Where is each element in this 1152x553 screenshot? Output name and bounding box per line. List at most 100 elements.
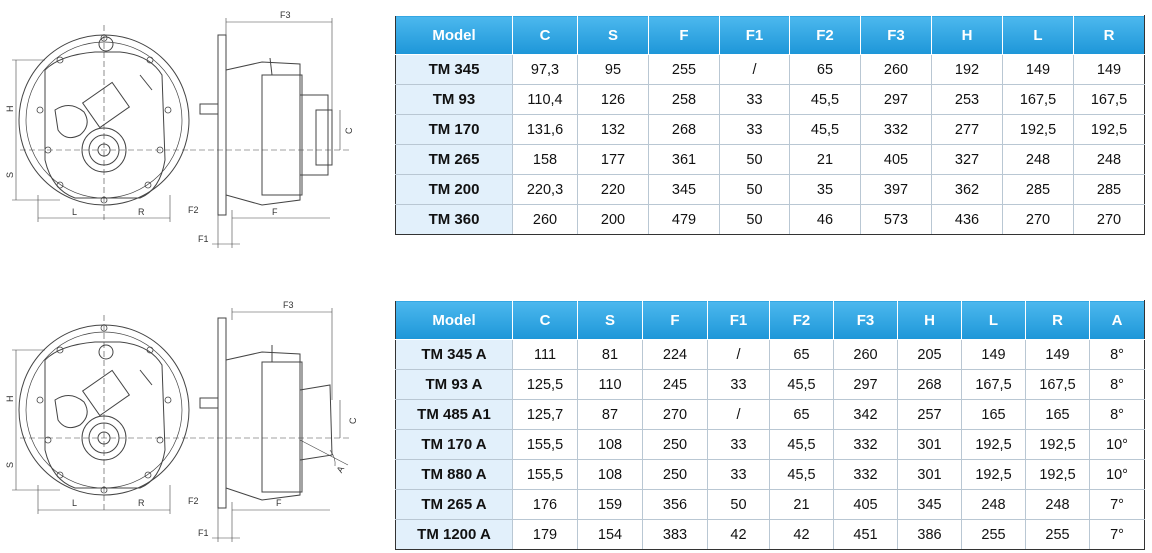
value-cell: 177 — [577, 144, 649, 175]
value-cell: 125,5 — [512, 369, 578, 400]
model-cell: TM 345 A — [395, 339, 513, 370]
dim-f1-label: F1 — [198, 234, 209, 244]
model-cell: TM 170 — [395, 114, 513, 145]
model-cell: TM 1200 A — [395, 519, 513, 550]
value-cell: 33 — [719, 114, 790, 145]
value-cell: 97,3 — [512, 54, 578, 85]
value-cell: 159 — [577, 489, 643, 520]
model-cell: TM 360 — [395, 204, 513, 235]
value-cell: 110 — [577, 369, 643, 400]
value-cell: 386 — [897, 519, 962, 550]
value-cell: / — [707, 399, 770, 430]
value-cell: 270 — [1073, 204, 1145, 235]
value-cell: 257 — [897, 399, 962, 430]
model-cell: TM 485 A1 — [395, 399, 513, 430]
column-header: C — [512, 300, 578, 340]
value-cell: 8° — [1089, 339, 1145, 370]
dim-f1-label: F1 — [198, 528, 209, 538]
value-cell: 154 — [577, 519, 643, 550]
value-cell: 167,5 — [1025, 369, 1090, 400]
value-cell: 8° — [1089, 369, 1145, 400]
value-cell: 179 — [512, 519, 578, 550]
value-cell: 165 — [961, 399, 1026, 430]
dim-f3-label: F3 — [283, 300, 294, 310]
value-cell: 46 — [789, 204, 861, 235]
column-header: S — [577, 15, 649, 55]
column-header: S — [577, 300, 643, 340]
value-cell: 362 — [931, 174, 1003, 205]
dim-f3-label: F3 — [280, 10, 291, 20]
value-cell: 126 — [577, 84, 649, 115]
value-cell: 125,7 — [512, 399, 578, 430]
value-cell: 345 — [648, 174, 720, 205]
value-cell: 110,4 — [512, 84, 578, 115]
dim-a-label: A — [335, 464, 347, 474]
value-cell: 42 — [769, 519, 834, 550]
value-cell: 149 — [1002, 54, 1074, 85]
value-cell: 35 — [789, 174, 861, 205]
value-cell: 224 — [642, 339, 708, 370]
value-cell: / — [719, 54, 790, 85]
value-cell: 332 — [860, 114, 932, 145]
dim-l-label: L — [72, 207, 77, 217]
dim-h-label: H — [5, 396, 15, 403]
value-cell: 383 — [642, 519, 708, 550]
value-cell: 200 — [577, 204, 649, 235]
value-cell: 95 — [577, 54, 649, 85]
value-cell: 131,6 — [512, 114, 578, 145]
value-cell: 573 — [860, 204, 932, 235]
value-cell: 42 — [707, 519, 770, 550]
value-cell: 332 — [833, 459, 898, 490]
value-cell: 270 — [642, 399, 708, 430]
model-cell: TM 880 A — [395, 459, 513, 490]
value-cell: 149 — [1073, 54, 1145, 85]
value-cell: 253 — [931, 84, 1003, 115]
value-cell: 45,5 — [789, 84, 861, 115]
dim-f-label: F — [272, 207, 278, 217]
value-cell: 167,5 — [1073, 84, 1145, 115]
value-cell: 245 — [642, 369, 708, 400]
value-cell: 405 — [860, 144, 932, 175]
column-header: L — [961, 300, 1026, 340]
value-cell: 248 — [1073, 144, 1145, 175]
model-cell: TM 170 A — [395, 429, 513, 460]
value-cell: 220,3 — [512, 174, 578, 205]
value-cell: 158 — [512, 144, 578, 175]
value-cell: 248 — [1025, 489, 1090, 520]
value-cell: 479 — [648, 204, 720, 235]
value-cell: 192,5 — [1073, 114, 1145, 145]
value-cell: 33 — [707, 369, 770, 400]
value-cell: 50 — [719, 144, 790, 175]
model-cell: TM 200 — [395, 174, 513, 205]
dim-c-label: C — [348, 417, 358, 424]
value-cell: 132 — [577, 114, 649, 145]
model-cell: TM 93 A — [395, 369, 513, 400]
value-cell: 7° — [1089, 489, 1145, 520]
value-cell: 192,5 — [1025, 459, 1090, 490]
value-cell: 268 — [648, 114, 720, 145]
value-cell: 50 — [707, 489, 770, 520]
value-cell: 356 — [642, 489, 708, 520]
column-header: F3 — [833, 300, 898, 340]
dim-f2-label: F2 — [188, 205, 199, 215]
value-cell: 260 — [860, 54, 932, 85]
column-header: F2 — [789, 15, 861, 55]
value-cell: 436 — [931, 204, 1003, 235]
value-cell: 165 — [1025, 399, 1090, 430]
value-cell: 268 — [897, 369, 962, 400]
value-cell: 65 — [769, 399, 834, 430]
value-cell: 8° — [1089, 399, 1145, 430]
value-cell: 342 — [833, 399, 898, 430]
value-cell: 297 — [833, 369, 898, 400]
value-cell: 220 — [577, 174, 649, 205]
